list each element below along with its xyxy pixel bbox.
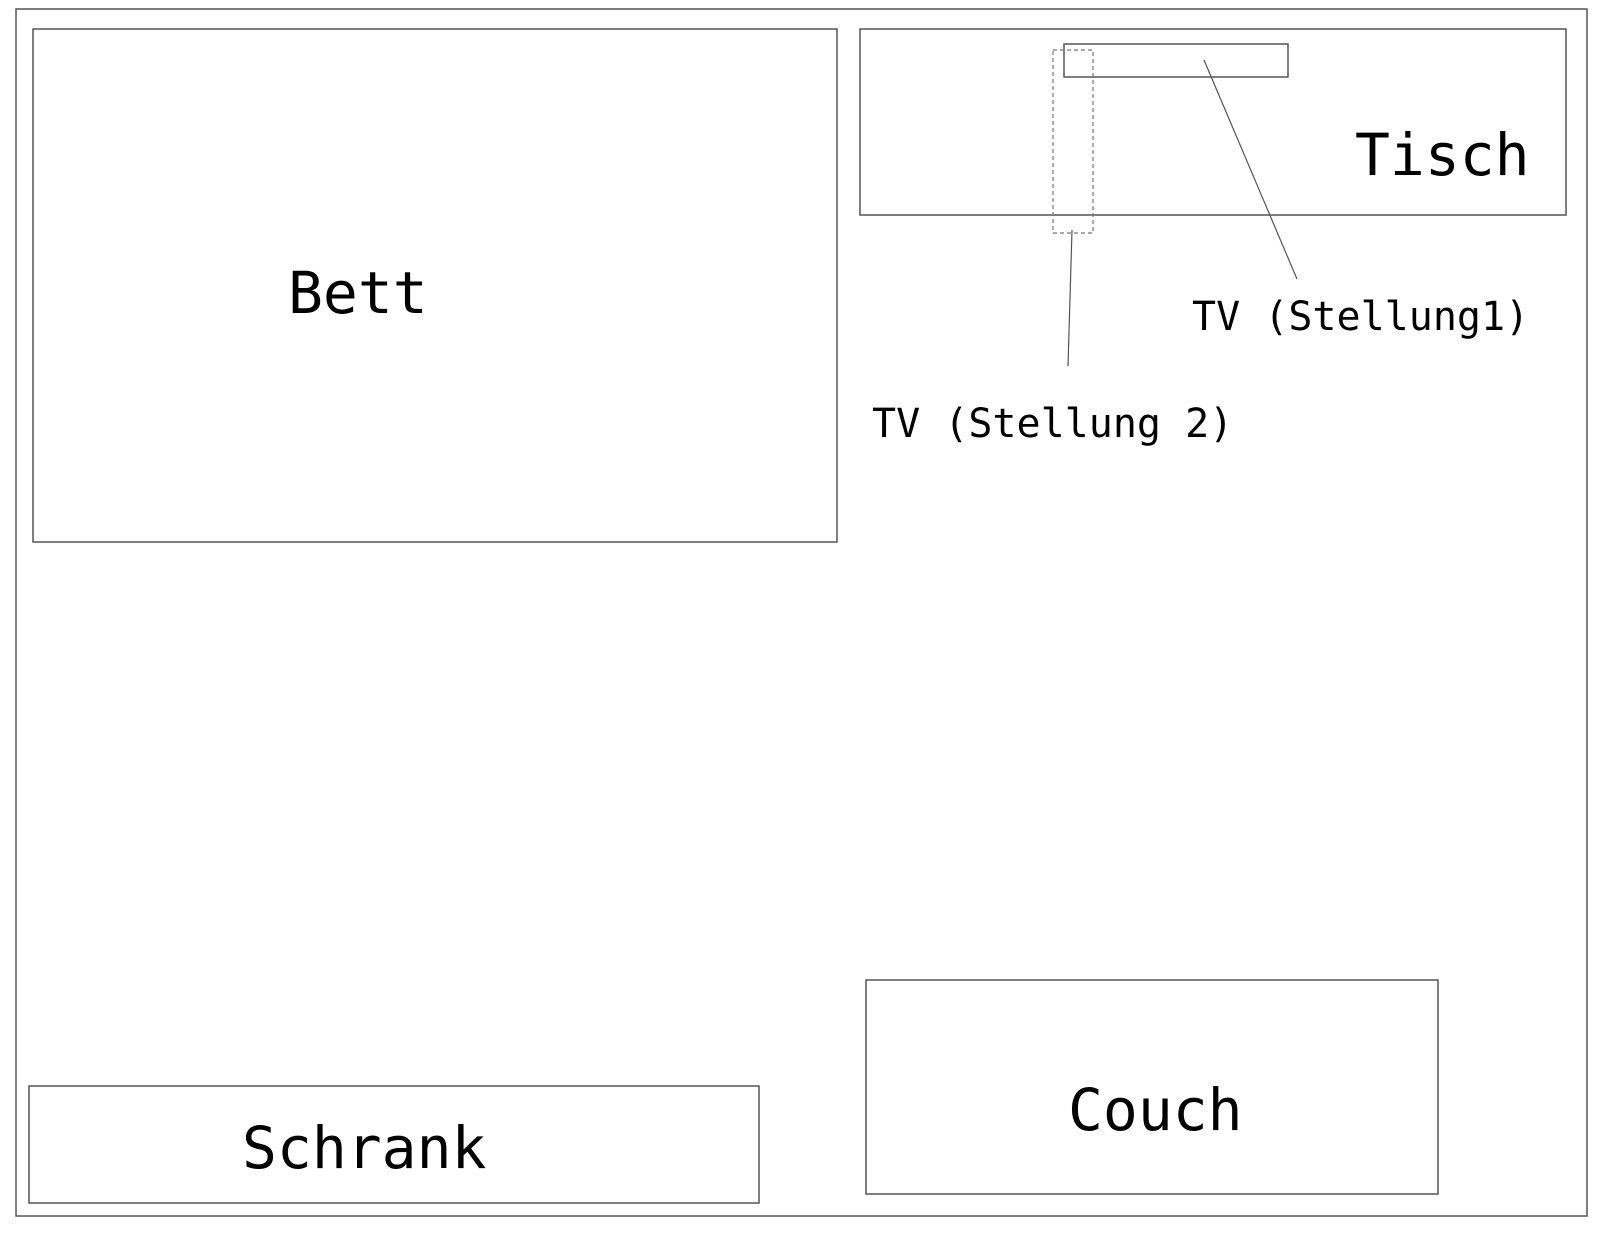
tv-position-2-leader [1067, 229, 1073, 367]
tv-position-1-label: TV (Stellung1) [1192, 294, 1529, 340]
tv-position-1-leader [1203, 59, 1298, 280]
tv-position-2-label: TV (Stellung 2) [872, 401, 1233, 447]
table-rect [859, 28, 1567, 216]
bed-label: Bett [288, 259, 428, 327]
couch-rect [865, 979, 1439, 1195]
room-outline [15, 8, 1588, 1217]
couch-label: Couch [1068, 1076, 1243, 1144]
table-label: Tisch [1355, 121, 1530, 189]
wardrobe-label: Schrank [242, 1114, 487, 1182]
wardrobe-rect [28, 1085, 760, 1204]
tv-position-1-rect [1063, 43, 1289, 78]
bed-rect [32, 28, 838, 543]
